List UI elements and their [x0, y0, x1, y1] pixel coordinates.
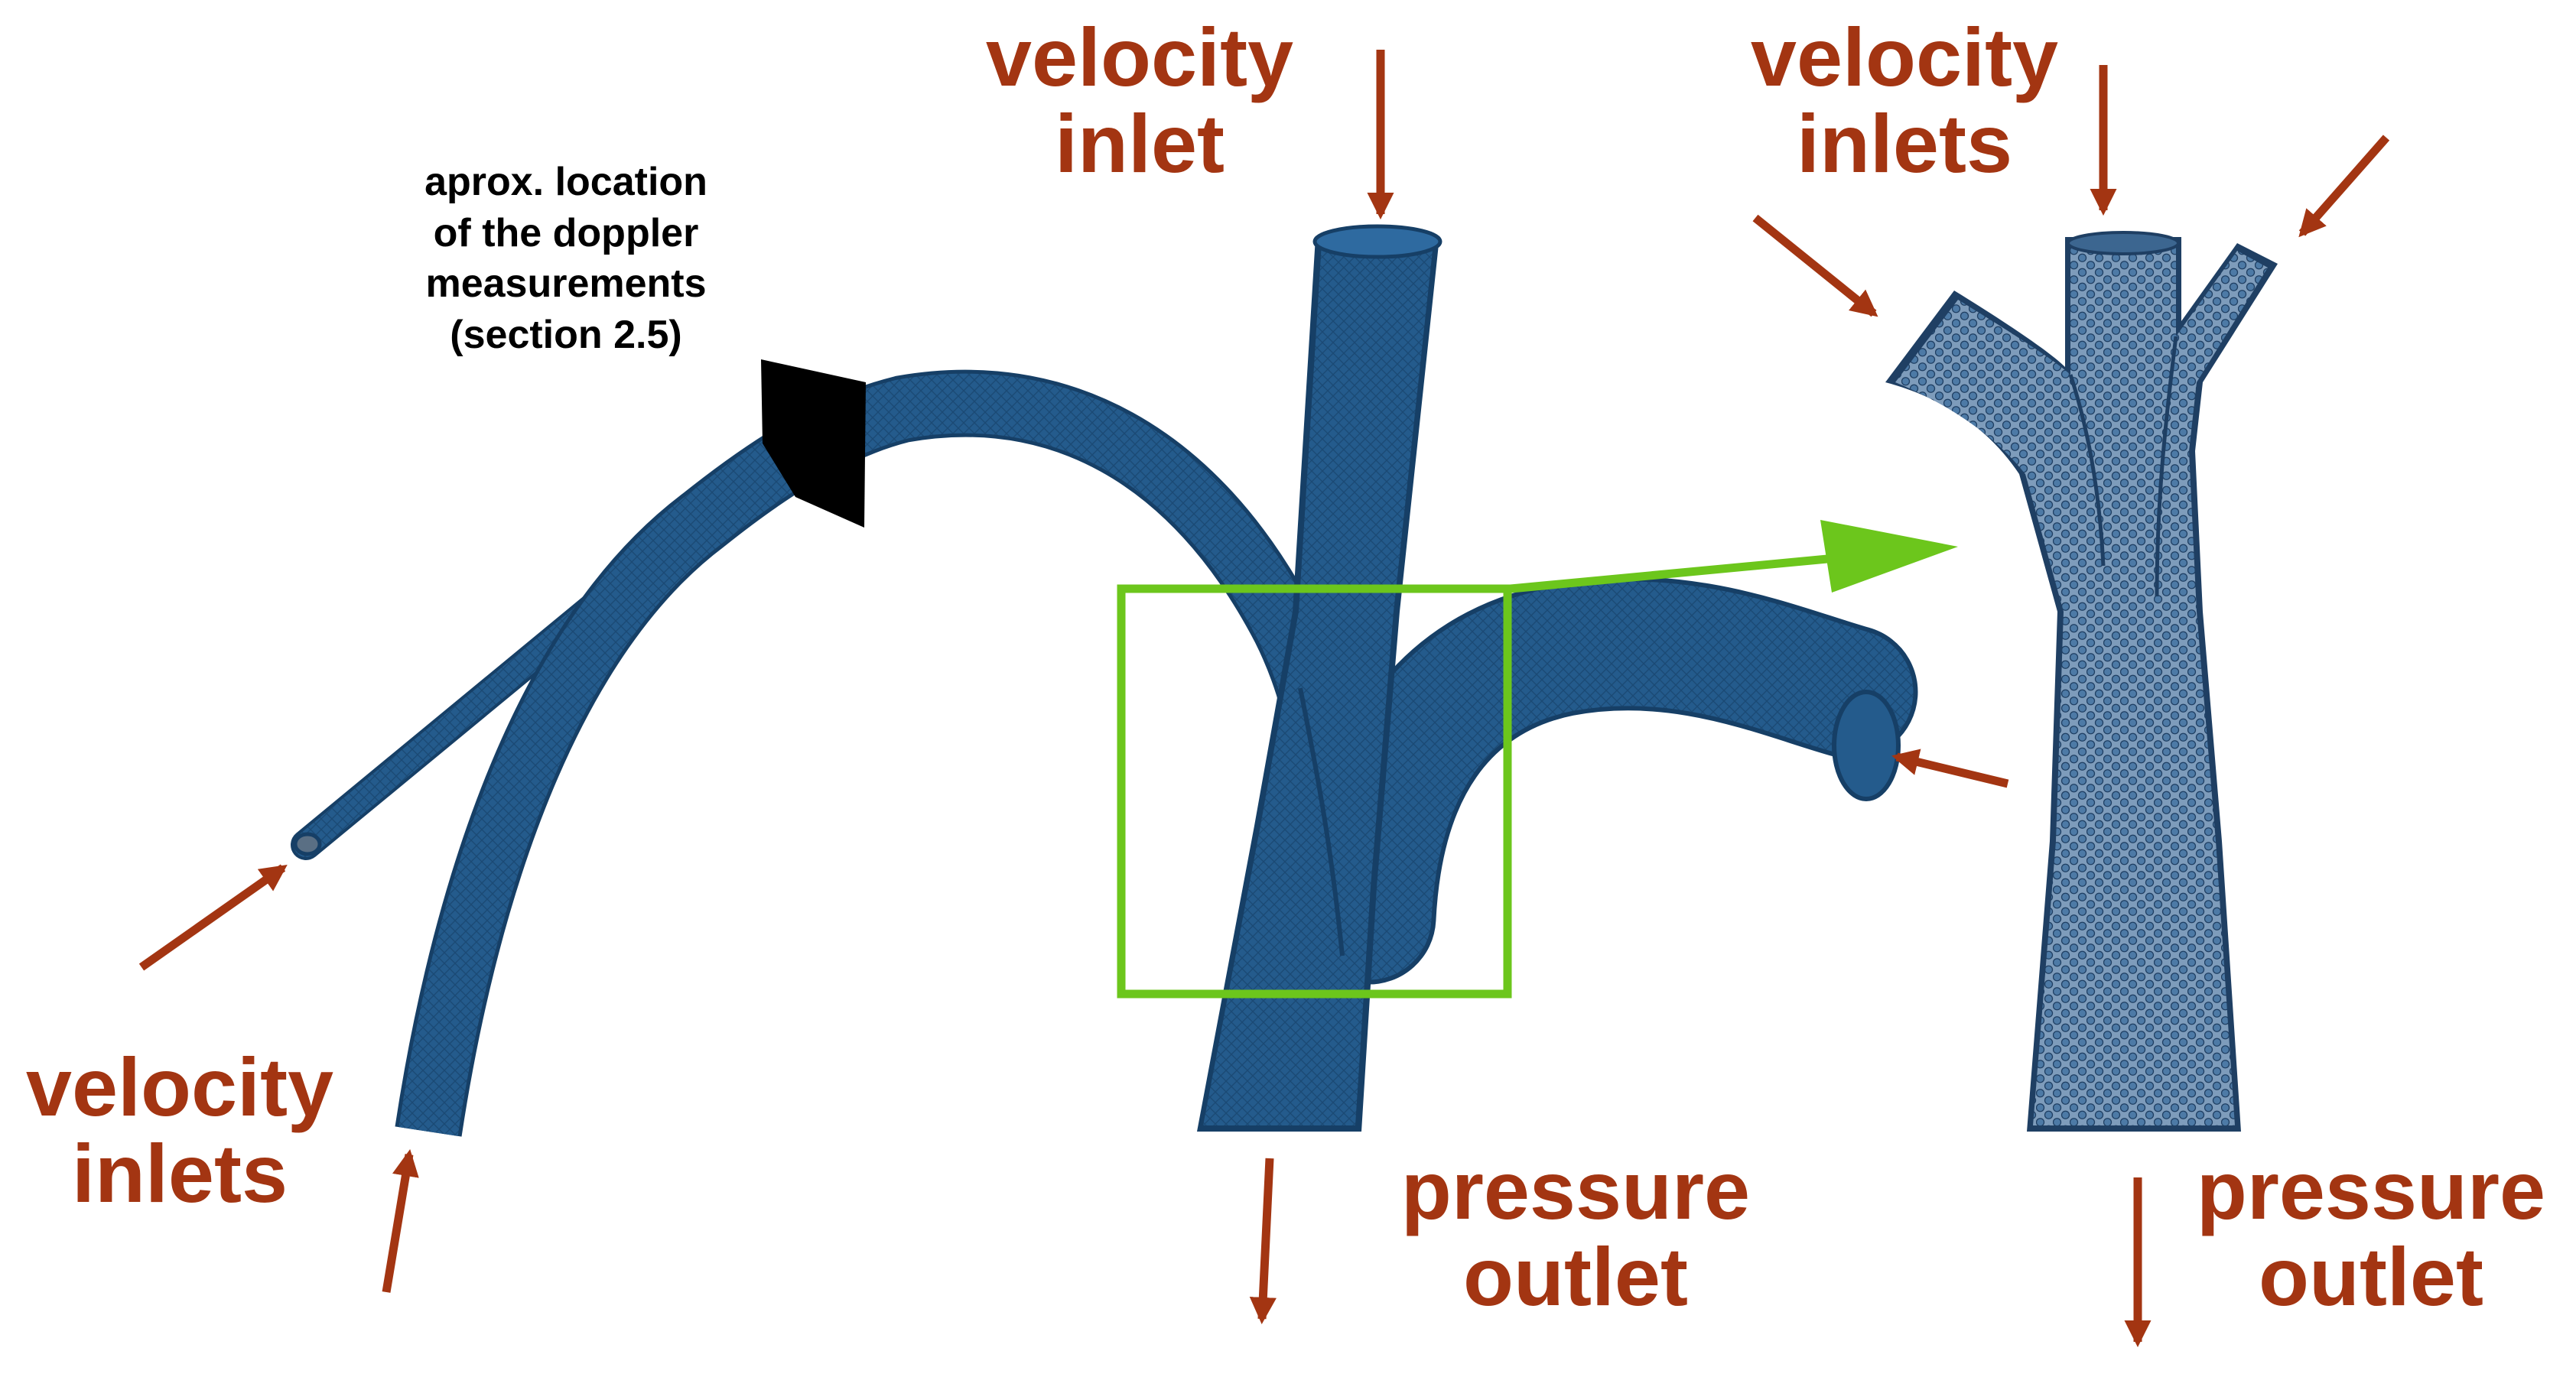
label-velocity-inlets-right: velocity inlets	[1750, 11, 2059, 190]
thin-branch-inlet	[293, 832, 322, 856]
label-pressure-outlet-center: pressure outlet	[1400, 1144, 1751, 1323]
zoomed-top-inlet	[2067, 231, 2180, 255]
zoom-box	[1117, 584, 1512, 999]
vessel-model-left	[291, 224, 1918, 1137]
red-arrow-icon	[1249, 1158, 1277, 1325]
arch-vessel	[398, 373, 1355, 1136]
red-arrow-icon	[1891, 749, 2009, 788]
doppler-plane	[761, 359, 866, 528]
label-pressure-outlet-right: pressure outlet	[2196, 1144, 2546, 1323]
trunk-top-inlet	[1312, 224, 1442, 259]
red-arrow-icon	[138, 864, 288, 971]
lateral-branch-vessel	[1306, 581, 1914, 980]
doppler-note: aprox. location of the doppler measureme…	[424, 160, 707, 357]
trunk-vessel	[1203, 243, 1433, 1125]
boundary-arrows	[138, 50, 2390, 1348]
vessel-model-zoomed	[1885, 231, 2278, 1132]
label-velocity-inlet-top: velocity inlet	[985, 11, 1294, 190]
zoom-arrow-line	[1510, 554, 1836, 593]
zoomed-vessel-mesh	[1895, 242, 2268, 1125]
red-arrow-icon	[382, 1149, 419, 1293]
red-arrow-icon	[1752, 214, 1878, 317]
red-arrow-icon	[2298, 135, 2390, 238]
label-velocity-inlets-left: velocity inlets	[25, 1041, 334, 1220]
green-arrow-icon	[1820, 520, 1958, 593]
